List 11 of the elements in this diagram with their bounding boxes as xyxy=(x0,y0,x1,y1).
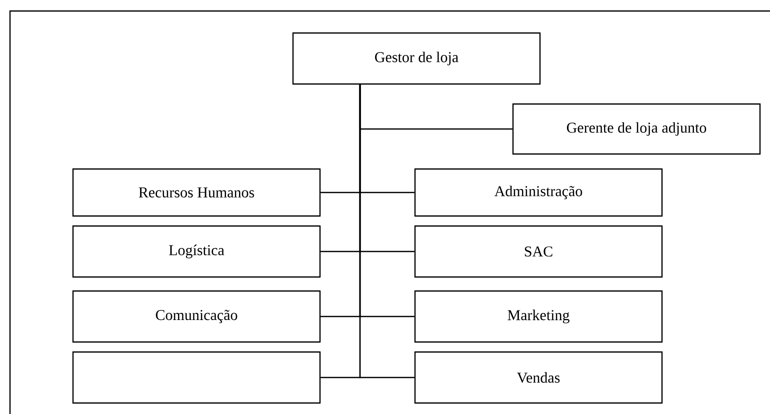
org-box: Vendas xyxy=(414,351,663,404)
org-box: Administração xyxy=(414,168,663,217)
org-box: Gestor de loja xyxy=(292,32,541,85)
org-box: Logística xyxy=(72,225,321,278)
org-box xyxy=(72,351,321,404)
org-box: Comunicação xyxy=(72,290,321,343)
org-box: SAC xyxy=(414,225,663,278)
org-box: Recursos Humanos xyxy=(72,168,321,217)
org-box: Gerente de loja adjunto xyxy=(512,103,761,155)
connector-line xyxy=(359,84,414,378)
org-box: Marketing xyxy=(414,290,663,343)
